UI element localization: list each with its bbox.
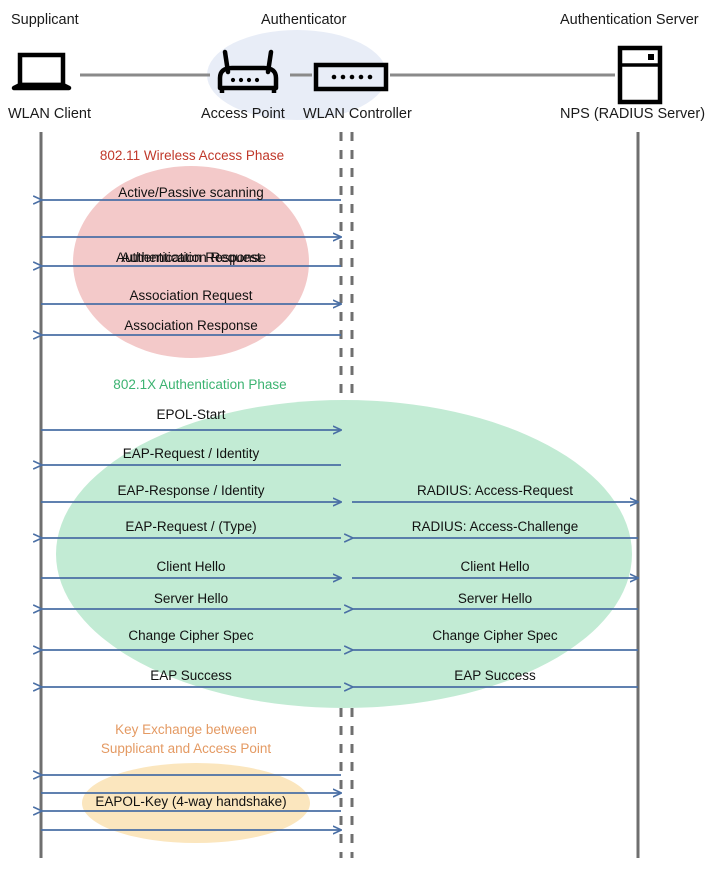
message-label-r2: RADIUS: Access-Challenge [411,519,579,534]
server-rack-icon [617,45,663,105]
actor-device-wlan-controller: WLAN Controller [303,106,412,122]
phase-region-key-exchange [82,763,310,843]
message-label-r1: RADIUS: Access-Request [416,483,574,498]
message-label-r4: Server Hello [457,591,533,606]
message-label-m10: Client Hello [156,559,226,574]
message-label-m7: EAP-Request / Identity [122,446,260,461]
wlan-controller-icon [313,62,389,92]
actor-device-wlan-client: WLAN Client [8,106,91,122]
message-label-r3: Client Hello [460,559,530,574]
message-label-k3: EAPOL-Key (4-way handshake) [95,794,287,809]
message-label-m13: EAP Success [150,668,232,683]
message-label-m8: EAP-Response / Identity [117,483,265,498]
actor-role-authentication-server: Authentication Server [560,12,699,28]
phase-label-wireless-access: 802.11 Wireless Access Phase [99,148,285,163]
actor-device-nps-radius-server: NPS (RADIUS Server) [560,106,706,122]
message-label-m11: Server Hello [153,591,229,606]
message-label-m5: Association Response [124,318,258,333]
message-label-r6: EAP Success [454,668,536,683]
message-label-m1: Active/Passive scanning [118,185,264,200]
message-label-r5: Change Cipher Spec [432,628,558,643]
actor-role-supplicant: Supplicant [11,12,79,28]
wireless-access-point-icon [217,49,279,93]
message-label-m6: EPOL-Start [156,407,226,422]
phase-label-key-exchange: Key Exchange between Supplicant and Acce… [101,720,271,758]
actor-device-access-point: Access Point [201,106,285,122]
message-label-m4: Association Request [129,288,253,303]
phase-label-key-exchange-line2: Supplicant and Access Point [100,741,272,756]
message-label-m12: Change Cipher Spec [128,628,254,643]
message-label-m9: EAP-Request / (Type) [125,519,257,534]
phase-label-key-exchange-line1: Key Exchange between [115,722,257,737]
phase-label-8021x-authentication: 802.1X Authentication Phase [113,377,287,392]
message-label-m2: Authentication Request [121,250,261,265]
message-label-m3: Authentication Response [115,250,267,265]
actor-role-authenticator: Authenticator [261,12,347,28]
phase-region-wireless-access [73,166,309,358]
phase-region-8021x-authentication [56,400,632,708]
laptop-icon [11,52,72,91]
